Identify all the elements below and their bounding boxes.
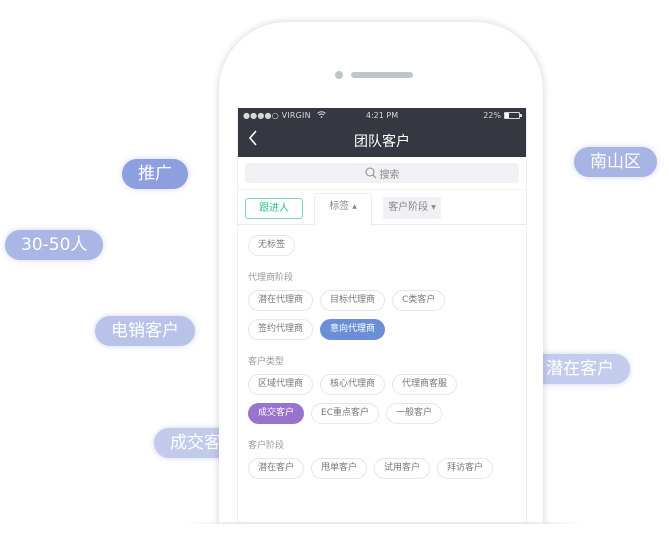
- search-input[interactable]: 搜索: [245, 163, 519, 183]
- chip-intended-agent-selected[interactable]: 意向代理商: [320, 319, 386, 340]
- battery-percent: 22%: [483, 111, 501, 120]
- chip-potential-agent[interactable]: 潜在代理商: [248, 290, 314, 311]
- chip-group-agent-stage: 潜在代理商 目标代理商 C类客户 签约代理商 意向代理商: [248, 290, 516, 340]
- ground-line-divider: [183, 522, 588, 524]
- no-tag-row: 无标签: [248, 235, 516, 256]
- section-label-agent-stage: 代理商阶段: [248, 273, 294, 283]
- chip-group-customer-stage: 潜在客户 甩单客户 试用客户 拜访客户: [248, 458, 516, 479]
- chip-ec-key-customer[interactable]: EC重点客户: [311, 403, 379, 424]
- floating-tag-promotion: 推广: [122, 159, 188, 189]
- filter-bar: 跟进人 标签▲ 客户阶段▼: [238, 190, 526, 226]
- top-bar: ●●●●○ VIRGIN 4:21 PM 22% 团队客户: [238, 108, 526, 157]
- search-icon: [365, 167, 377, 179]
- carrier-label: ●●●●○ VIRGIN: [243, 111, 311, 120]
- chip-regional-agent[interactable]: 区域代理商: [248, 374, 314, 395]
- back-chevron-icon[interactable]: [248, 127, 258, 151]
- tag-panel: 无标签 代理商阶段 潜在代理商 目标代理商 C类客户 签约代理商 意向代理商 客…: [238, 225, 526, 479]
- caret-down-icon: ▼: [431, 204, 436, 211]
- chip-c-class-customer[interactable]: C类客户: [392, 290, 446, 311]
- phone-frame: ●●●●○ VIRGIN 4:21 PM 22% 团队客户: [219, 22, 543, 552]
- chip-closed-customer-selected[interactable]: 成交客户: [248, 403, 305, 424]
- battery-icon: [504, 112, 522, 119]
- tab-tag-label: 标签: [329, 201, 350, 212]
- tab-stage-filter[interactable]: 客户阶段▼: [383, 197, 441, 219]
- section-label-customer-type: 客户类型: [248, 357, 285, 367]
- page-title: 团队客户: [354, 134, 410, 150]
- chip-no-tag[interactable]: 无标签: [248, 235, 296, 256]
- section-label-customer-stage: 客户阶段: [248, 441, 285, 451]
- chip-trial-customer[interactable]: 试用客户: [374, 458, 431, 479]
- battery-status: 22%: [483, 111, 522, 120]
- carrier-signal: ●●●●○ VIRGIN: [243, 111, 326, 120]
- floating-tag-potential-customer: 潜在客户: [530, 354, 630, 384]
- search-container: 搜索: [238, 157, 526, 190]
- floating-tag-company-size: 30-50人: [5, 230, 104, 260]
- phone-screen: ●●●●○ VIRGIN 4:21 PM 22% 团队客户: [237, 108, 527, 552]
- chip-signed-agent[interactable]: 签约代理商: [248, 319, 314, 340]
- status-time: 4:21 PM: [365, 111, 399, 120]
- status-bar: ●●●●○ VIRGIN 4:21 PM 22%: [238, 108, 526, 123]
- tab-stage-label: 客户阶段: [388, 202, 429, 213]
- wifi-icon: [316, 111, 326, 120]
- chip-target-agent[interactable]: 目标代理商: [320, 290, 386, 311]
- chip-group-customer-type: 区域代理商 核心代理商 代理商客服 成交客户 EC重点客户 一般客户: [248, 374, 516, 424]
- caret-up-icon: ▲: [352, 203, 357, 210]
- tab-tag-filter[interactable]: 标签▲: [314, 193, 372, 226]
- chip-visit-customer[interactable]: 拜访客户: [437, 458, 494, 479]
- search-placeholder: 搜索: [379, 169, 400, 181]
- speaker-grille: [351, 72, 413, 78]
- floating-tag-nanshan: 南山区: [574, 147, 657, 177]
- bottom-fade: [0, 524, 669, 552]
- chip-general-customer[interactable]: 一般客户: [386, 403, 443, 424]
- chip-transferred-customer[interactable]: 甩单客户: [311, 458, 368, 479]
- camera-icon: [335, 71, 343, 79]
- floating-tag-telesales: 电销客户: [95, 316, 195, 346]
- chip-core-agent[interactable]: 核心代理商: [320, 374, 386, 395]
- nav-bar: 团队客户: [238, 123, 526, 157]
- chip-agent-support[interactable]: 代理商客服: [392, 374, 458, 395]
- chip-potential-customer[interactable]: 潜在客户: [248, 458, 305, 479]
- follower-filter-button[interactable]: 跟进人: [245, 198, 303, 219]
